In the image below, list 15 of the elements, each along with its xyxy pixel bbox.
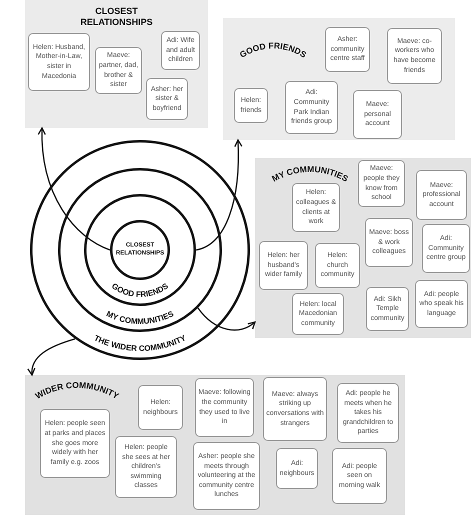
group-panel (25, 0, 208, 128)
ring-label: GOOD FRIENDS (110, 281, 170, 300)
section-heading: CLOSEST RELATIONSHIPS (79, 6, 154, 28)
group-panel (223, 18, 455, 140)
ring-circle (30, 140, 250, 360)
group-panel (25, 375, 405, 515)
curved-arrow (38, 127, 110, 251)
center-circle (110, 220, 170, 280)
ring-label: MY COMMUNITIES (104, 309, 176, 326)
ring-circle (58, 168, 222, 332)
ring-circle (84, 194, 196, 306)
group-panel (255, 158, 471, 338)
curved-arrow (197, 308, 256, 331)
curved-arrow (28, 338, 76, 376)
curved-arrow (196, 139, 242, 251)
